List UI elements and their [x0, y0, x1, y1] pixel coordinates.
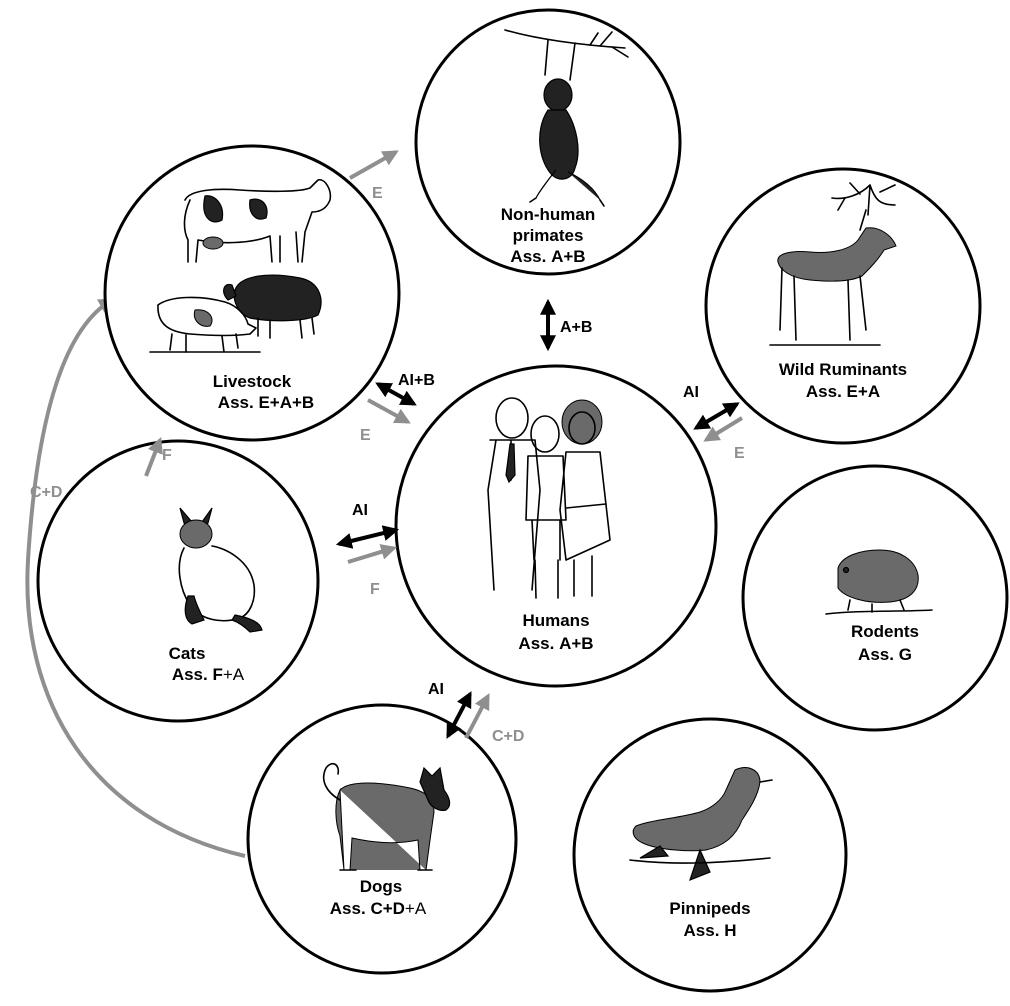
sheep-illustration: [223, 274, 322, 339]
sea-lion-illustration: [629, 767, 773, 882]
family-illustration: [487, 397, 611, 599]
edge-label-cats-to-humans: F: [370, 581, 380, 598]
edge-ruminants-humans: AI: [683, 384, 740, 430]
pig-illustration: [149, 296, 261, 353]
edge-livestock-humans: AI+B: [375, 372, 435, 406]
edge-primates-humans: A+B: [540, 298, 592, 352]
rodents-ass: Ass. G: [858, 645, 912, 664]
edge-label-livestock-humans: AI+B: [398, 372, 435, 389]
edge-label-livestock-to-primates: E: [372, 185, 383, 202]
edge-cats-to-livestock: F: [144, 437, 172, 477]
edge-label-ruminants-humans: AI: [683, 384, 699, 401]
edge-label-livestock-to-humans: E: [360, 427, 371, 444]
edge-label-cats-to-livestock: F: [162, 447, 172, 464]
pinnipeds-ass: Ass. H: [684, 921, 737, 940]
primates-name-line1: Non-human: [501, 205, 595, 224]
node-dogs: [246, 703, 518, 975]
edge-label-dogs-humans: AI: [428, 681, 444, 698]
livestock-ass: Ass. E+A+B: [218, 393, 314, 412]
edge-dogs-to-humans: C+D: [464, 693, 524, 745]
edge-cats-to-humans: F: [347, 544, 398, 598]
node-pinnipeds: [572, 717, 848, 993]
edge-label-dogs-to-humans: C+D: [492, 728, 524, 745]
edge-dogs-humans: AI: [428, 681, 472, 739]
rodent-illustration: [825, 549, 933, 615]
edge-label-ruminants-to-humans: E: [734, 445, 745, 462]
rodents-name: Rodents: [851, 622, 919, 641]
livestock-name: Livestock: [213, 372, 292, 391]
humans-name: Humans: [522, 611, 589, 630]
edge-label-primates-humans: A+B: [560, 319, 592, 336]
cat-illustration: [178, 507, 263, 633]
dog-illustration: [322, 762, 451, 871]
pinnipeds-name: Pinnipeds: [669, 899, 750, 918]
node-cats: [36, 439, 320, 723]
ruminants-ass: Ass. E+A: [806, 382, 880, 401]
cow-illustration: [183, 179, 332, 263]
primates-name-line2: primates: [513, 226, 584, 245]
cats-ass: Ass. F+A: [172, 665, 245, 684]
edge-dogs-to-livestock: C+D: [25, 298, 246, 858]
edge-label-dogs-to-livestock: C+D: [30, 484, 62, 501]
primates-ass: Ass. A+B: [510, 247, 585, 266]
elk-illustration: [769, 182, 897, 346]
node-ruminants: [704, 167, 982, 445]
edge-cats-humans: AI: [335, 502, 400, 549]
ruminants-name: Wild Ruminants: [779, 360, 907, 379]
humans-ass: Ass. A+B: [518, 634, 593, 653]
cats-name: Cats: [169, 644, 206, 663]
edge-livestock-to-primates: E: [349, 150, 399, 202]
gibbon-illustration: [504, 29, 629, 207]
dogs-name: Dogs: [360, 877, 403, 896]
edge-livestock-to-humans: E: [360, 398, 411, 444]
edge-label-cats-humans: AI: [352, 502, 368, 519]
dogs-ass: Ass. C+D+A: [330, 899, 427, 918]
edge-ruminants-to-humans: E: [703, 416, 745, 462]
